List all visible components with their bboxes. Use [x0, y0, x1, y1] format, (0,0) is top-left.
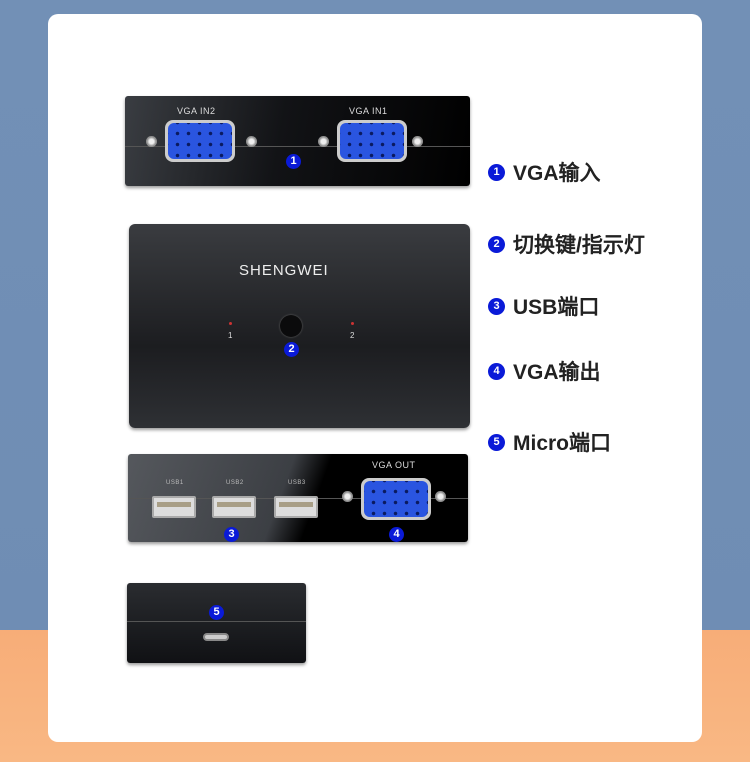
device-side-panel: 5 — [127, 583, 306, 663]
led-1-label: 1 — [228, 331, 233, 340]
legend-number: 3 — [488, 297, 505, 315]
screw-icon — [412, 136, 423, 147]
device-front-panel: USB1 USB2 USB3 VGA OUT 3 4 — [128, 454, 468, 542]
led-2 — [351, 322, 354, 325]
usb2-port — [212, 496, 256, 518]
marker-5: 5 — [209, 605, 224, 620]
legend-text: VGA输出 — [513, 361, 601, 384]
legend-item: 3 USB端口 — [488, 291, 599, 321]
screw-icon — [318, 136, 329, 147]
brand-logo: SHENGWEI — [239, 262, 329, 279]
marker-3: 3 — [224, 527, 239, 542]
screw-icon — [246, 136, 257, 147]
legend-item: 4 VGA输出 — [488, 356, 601, 386]
vga-in2-port — [165, 120, 235, 162]
screw-icon — [146, 136, 157, 147]
device-top-panel: SHENGWEI 1 2 2 — [129, 224, 470, 428]
usb3-port — [274, 496, 318, 518]
vga-out-port — [361, 478, 431, 520]
legend-item: 2 切换键/指示灯 — [488, 229, 645, 259]
legend-item: 1 VGA输入 — [488, 157, 601, 187]
screw-icon — [342, 491, 353, 502]
legend-number: 5 — [488, 433, 505, 451]
micro-usb-port — [203, 633, 229, 641]
legend-number: 4 — [488, 362, 505, 380]
legend-text: Micro端口 — [513, 432, 612, 455]
vga-in2-label: VGA IN2 — [177, 106, 216, 116]
legend-number: 2 — [488, 235, 505, 253]
legend-text: 切换键/指示灯 — [513, 234, 645, 257]
legend-item: 5 Micro端口 — [488, 427, 611, 457]
usb1-label: USB1 — [166, 480, 184, 486]
usb1-port — [152, 496, 196, 518]
usb2-label: USB2 — [226, 480, 244, 486]
led-2-label: 2 — [350, 331, 355, 340]
marker-4: 4 — [389, 527, 404, 542]
usb3-label: USB3 — [288, 480, 306, 486]
vga-out-label: VGA OUT — [372, 460, 416, 470]
led-1 — [229, 322, 232, 325]
marker-2: 2 — [284, 342, 299, 357]
legend-text: VGA输入 — [513, 162, 601, 185]
vga-in1-port — [337, 120, 407, 162]
switch-button[interactable] — [280, 315, 302, 337]
screw-icon — [435, 491, 446, 502]
marker-1: 1 — [286, 154, 301, 169]
legend-number: 1 — [488, 163, 505, 181]
legend-text: USB端口 — [513, 296, 600, 319]
device-back-panel: VGA IN2 VGA IN1 1 — [125, 96, 470, 186]
vga-in1-label: VGA IN1 — [349, 106, 388, 116]
